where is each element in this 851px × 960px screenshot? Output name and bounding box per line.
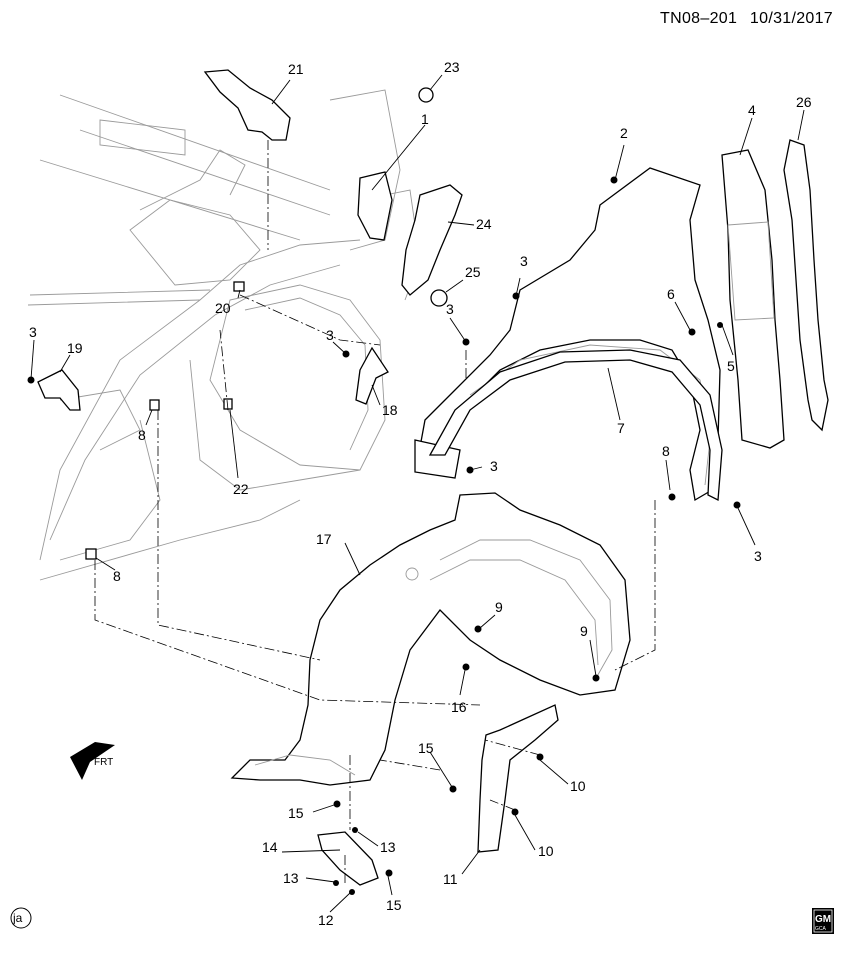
part-19-bracket[interactable] [37, 369, 81, 411]
callout-24: 24 [476, 216, 492, 232]
fasteners [27, 176, 741, 895]
part-7-molding[interactable] [428, 349, 723, 502]
part-24-deflector[interactable] [401, 184, 463, 296]
part-18-bracket[interactable] [355, 346, 389, 405]
callout-16: 16 [451, 699, 467, 715]
callout-17: 17 [316, 531, 332, 547]
part-20-clip[interactable] [233, 281, 245, 292]
corner-mark-text: ja [12, 911, 23, 925]
part-4-insulator[interactable] [721, 149, 785, 449]
callout-9-right: 9 [580, 623, 588, 639]
callout-12: 12 [318, 912, 334, 928]
callout-15-right: 15 [386, 897, 402, 913]
alignment-lines [94, 140, 656, 885]
callout-3-upper: 3 [520, 253, 528, 269]
callout-10-upper: 10 [570, 778, 586, 794]
leader-lines [30, 74, 805, 913]
callout-3-bracket: 3 [490, 458, 498, 474]
callout-23: 23 [444, 59, 460, 75]
callout-25: 25 [465, 264, 481, 280]
callout-13-right: 13 [380, 839, 396, 855]
body-structure [27, 89, 421, 581]
callout-3-left: 3 [29, 324, 37, 340]
callout-2: 2 [620, 125, 628, 141]
callout-8-upper: 8 [138, 427, 146, 443]
callout-20: 20 [215, 300, 231, 316]
callout-4: 4 [748, 102, 756, 118]
callout-18: 18 [382, 402, 398, 418]
part-8-nut-upper[interactable] [149, 399, 160, 411]
callout-26: 26 [796, 94, 812, 110]
callout-8-lower: 8 [113, 568, 121, 584]
callout-21: 21 [288, 61, 304, 77]
diagram-header: TN08–201 10/31/2017 [660, 10, 833, 28]
callout-9-left: 9 [495, 599, 503, 615]
direction-label: FRT [94, 757, 113, 768]
front-direction-arrow: FRT [70, 742, 115, 780]
callout-19: 19 [67, 340, 83, 356]
part-2-fender[interactable] [417, 167, 721, 502]
part-23-plug[interactable] [418, 87, 434, 103]
callout-3-right: 3 [754, 548, 762, 564]
callout-22: 22 [233, 481, 249, 497]
callout-14: 14 [262, 839, 278, 855]
part-26-seal[interactable] [783, 139, 829, 432]
corner-mark: ja [10, 907, 32, 929]
part-1-bracket[interactable] [357, 171, 393, 241]
callout-13-left: 13 [283, 870, 299, 886]
diagram-code: TN08–201 [660, 10, 738, 27]
callout-15-center: 15 [418, 740, 434, 756]
callout-1: 1 [421, 111, 429, 127]
callout-6: 6 [667, 286, 675, 302]
part-17-liner[interactable] [230, 492, 631, 786]
part-21-bracket[interactable] [203, 69, 291, 141]
callout-15-left: 15 [288, 805, 304, 821]
callout-labels: 21 23 1 24 25 20 3 19 3 3 3 18 8 22 8 2 … [29, 59, 812, 928]
callout-7: 7 [617, 420, 625, 436]
callout-10-lower: 10 [538, 843, 554, 859]
gm-logo: GM GCA [812, 908, 834, 934]
callout-3-center: 3 [326, 327, 334, 343]
callout-11: 11 [443, 871, 458, 887]
callout-8-right: 8 [662, 443, 670, 459]
part-14-bracket[interactable] [317, 831, 379, 886]
gm-logo-top: GM [815, 914, 831, 925]
part-11-bracket[interactable] [477, 704, 559, 853]
callout-5: 5 [727, 358, 735, 374]
part-25-plug[interactable] [430, 289, 448, 307]
callout-3-mid: 3 [446, 301, 454, 317]
part-8-nut-lower[interactable] [85, 548, 97, 560]
diagram-date: 10/31/2017 [749, 10, 833, 27]
gm-logo-bottom: GCA [815, 926, 827, 932]
